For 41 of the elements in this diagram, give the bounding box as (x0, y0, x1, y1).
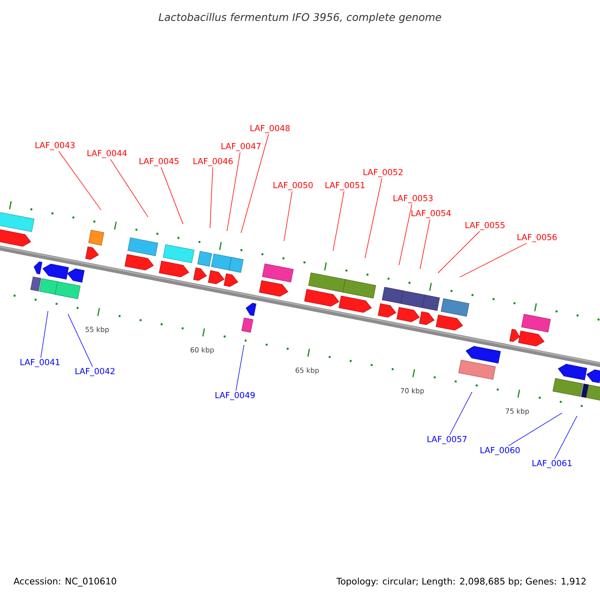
gene-label: LAF_0045 (140, 158, 179, 166)
leader-line (460, 242, 527, 278)
gene-label: LAF_0051 (326, 182, 364, 190)
gene-label: LAF_0047 (222, 142, 261, 152)
gene-label: LAF_0057 (428, 436, 467, 444)
gene-label: LAF_0050 (274, 182, 313, 190)
leader-line (508, 412, 562, 446)
leader-line (332, 190, 344, 252)
leader-line (58, 150, 102, 210)
leader-line (420, 218, 430, 270)
gene-label: LAF_0060 (480, 446, 520, 456)
gene-label: LAF_0044 (88, 150, 127, 158)
gene-label: LAF_0061 (532, 460, 572, 468)
leader-line (210, 166, 214, 228)
leader-line (110, 158, 148, 218)
gene-label: LAF_0049 (216, 392, 255, 400)
gene-label: LAF_0056 (518, 234, 557, 242)
gene-label: LAF_0043 (36, 142, 75, 150)
leader-line (226, 152, 240, 232)
footer-text: Topology: circular; Length: 2,098,685 bp; Genes: 1,912 (336, 578, 586, 586)
leader-line (364, 178, 382, 258)
leader-line (68, 314, 93, 368)
leader-line (284, 190, 292, 242)
gene-label: LAF_0042 (76, 368, 114, 376)
footer-text: Accession: NC_010610 (14, 578, 116, 586)
gene-label: LAF_0054 (412, 210, 451, 218)
leader-line (438, 230, 480, 274)
gene-label: LAF_0052 (364, 168, 402, 178)
gene-label: LAF_0055 (466, 222, 505, 230)
leader-line (160, 166, 184, 224)
leader-line (40, 310, 48, 358)
leader-line (554, 416, 578, 460)
leader-line (449, 392, 472, 436)
title: Lactobacillus fermentum IFO 3956, complete genome (158, 12, 442, 24)
gene-label: LAF_0053 (394, 194, 433, 204)
gene-label: LAF_0041 (20, 358, 60, 368)
leader-line (236, 344, 244, 392)
leader-line (398, 204, 412, 266)
gene-label: LAF_0046 (194, 158, 233, 166)
gene-label: LAF_0048 (250, 124, 290, 134)
leader-line (240, 134, 269, 234)
